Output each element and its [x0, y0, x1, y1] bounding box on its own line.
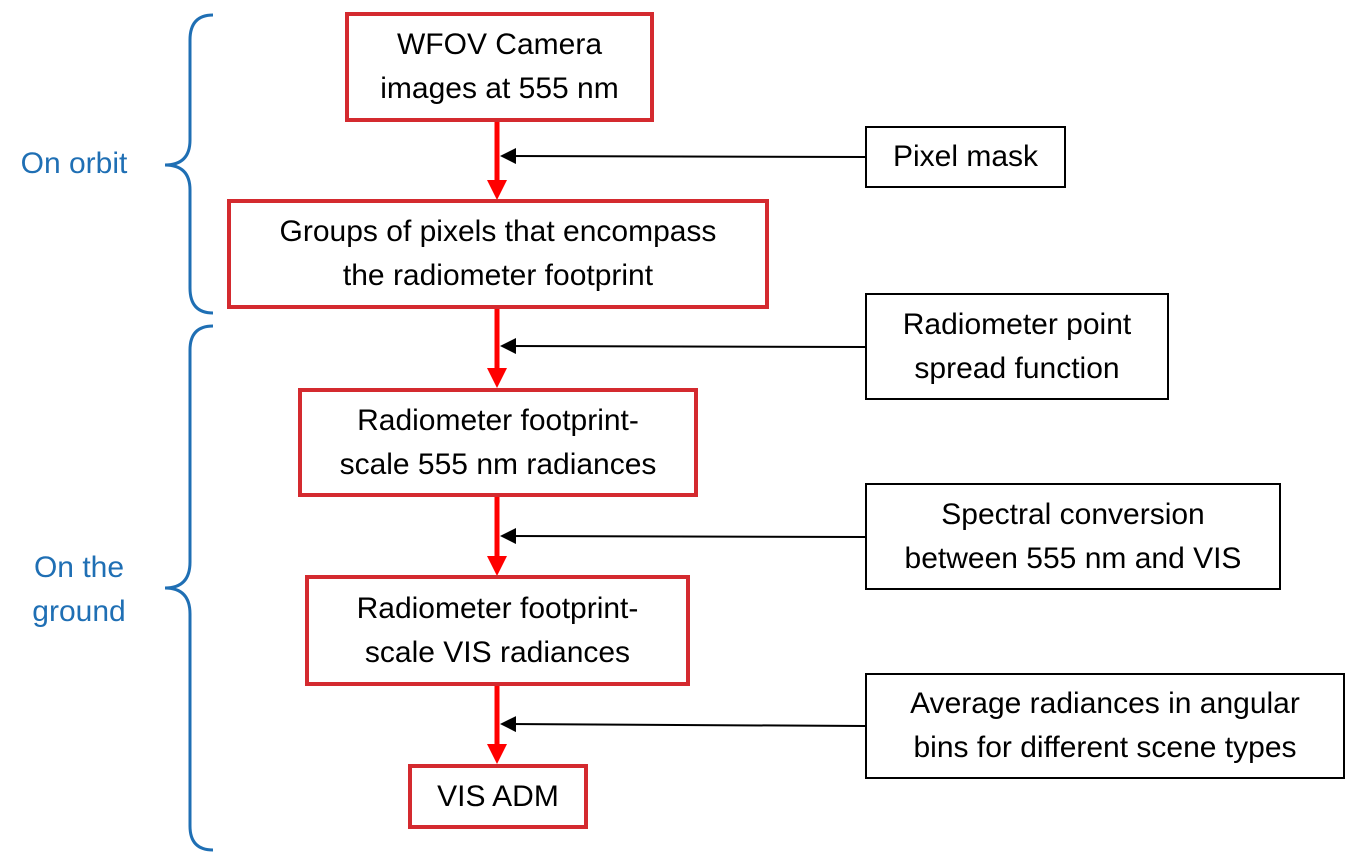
input-arrow-4 [500, 716, 866, 733]
input-2-line-1: Radiometer point [902, 307, 1132, 341]
step-vis-radiances: Radiometer footprint- scale VIS radiance… [305, 575, 690, 686]
step-1-line-1: WFOV Camera [396, 28, 603, 61]
step-vis-adm: VIS ADM [408, 764, 588, 829]
step-2-line-1: Groups of pixels that encompass [279, 215, 717, 248]
input-arrow-3 [500, 528, 866, 545]
on-orbit-text: On orbit [20, 147, 128, 180]
step-5-line-1: VIS ADM [437, 779, 559, 813]
input-arrow-2 [500, 338, 866, 355]
input-3-line-1: Spectral conversion [941, 497, 1205, 531]
step-3-line-1: Radiometer footprint- [357, 403, 639, 437]
input-3-line-2: between 555 nm and VIS [904, 541, 1242, 575]
orbit-brace [164, 13, 214, 315]
step-pixel-groups: Groups of pixels that encompass the radi… [227, 199, 769, 309]
on-the-ground-label: On the ground [0, 546, 158, 634]
input-arrow-1 [500, 148, 866, 165]
step-3-line-2: scale 555 nm radiances [339, 447, 657, 481]
step-wfov-camera-images: WFOV Camera images at 555 nm [345, 12, 654, 122]
step-2-line-2: the radiometer footprint [342, 259, 654, 292]
step-555nm-radiances: Radiometer footprint- scale 555 nm radia… [298, 388, 698, 497]
on-the-ground-line-2: ground [32, 595, 126, 628]
input-4-line-1: Average radiances in angular [910, 687, 1300, 720]
input-4-line-2: bins for different scene types [913, 731, 1297, 764]
step-4-line-1: Radiometer footprint- [356, 591, 639, 625]
input-point-spread-function: Radiometer point spread function [865, 293, 1169, 400]
step-1-line-2: images at 555 nm [380, 72, 619, 105]
input-spectral-conversion: Spectral conversion between 555 nm and V… [865, 483, 1281, 590]
ground-brace [164, 324, 214, 852]
input-1-line-1: Pixel mask [892, 140, 1039, 173]
input-average-radiances: Average radiances in angular bins for di… [865, 673, 1345, 779]
on-the-ground-line-1: On the [33, 551, 125, 584]
on-orbit-label: On orbit [0, 142, 148, 186]
step-4-line-2: scale VIS radiances [364, 635, 631, 669]
input-2-line-2: spread function [914, 351, 1120, 385]
input-pixel-mask: Pixel mask [865, 126, 1066, 188]
